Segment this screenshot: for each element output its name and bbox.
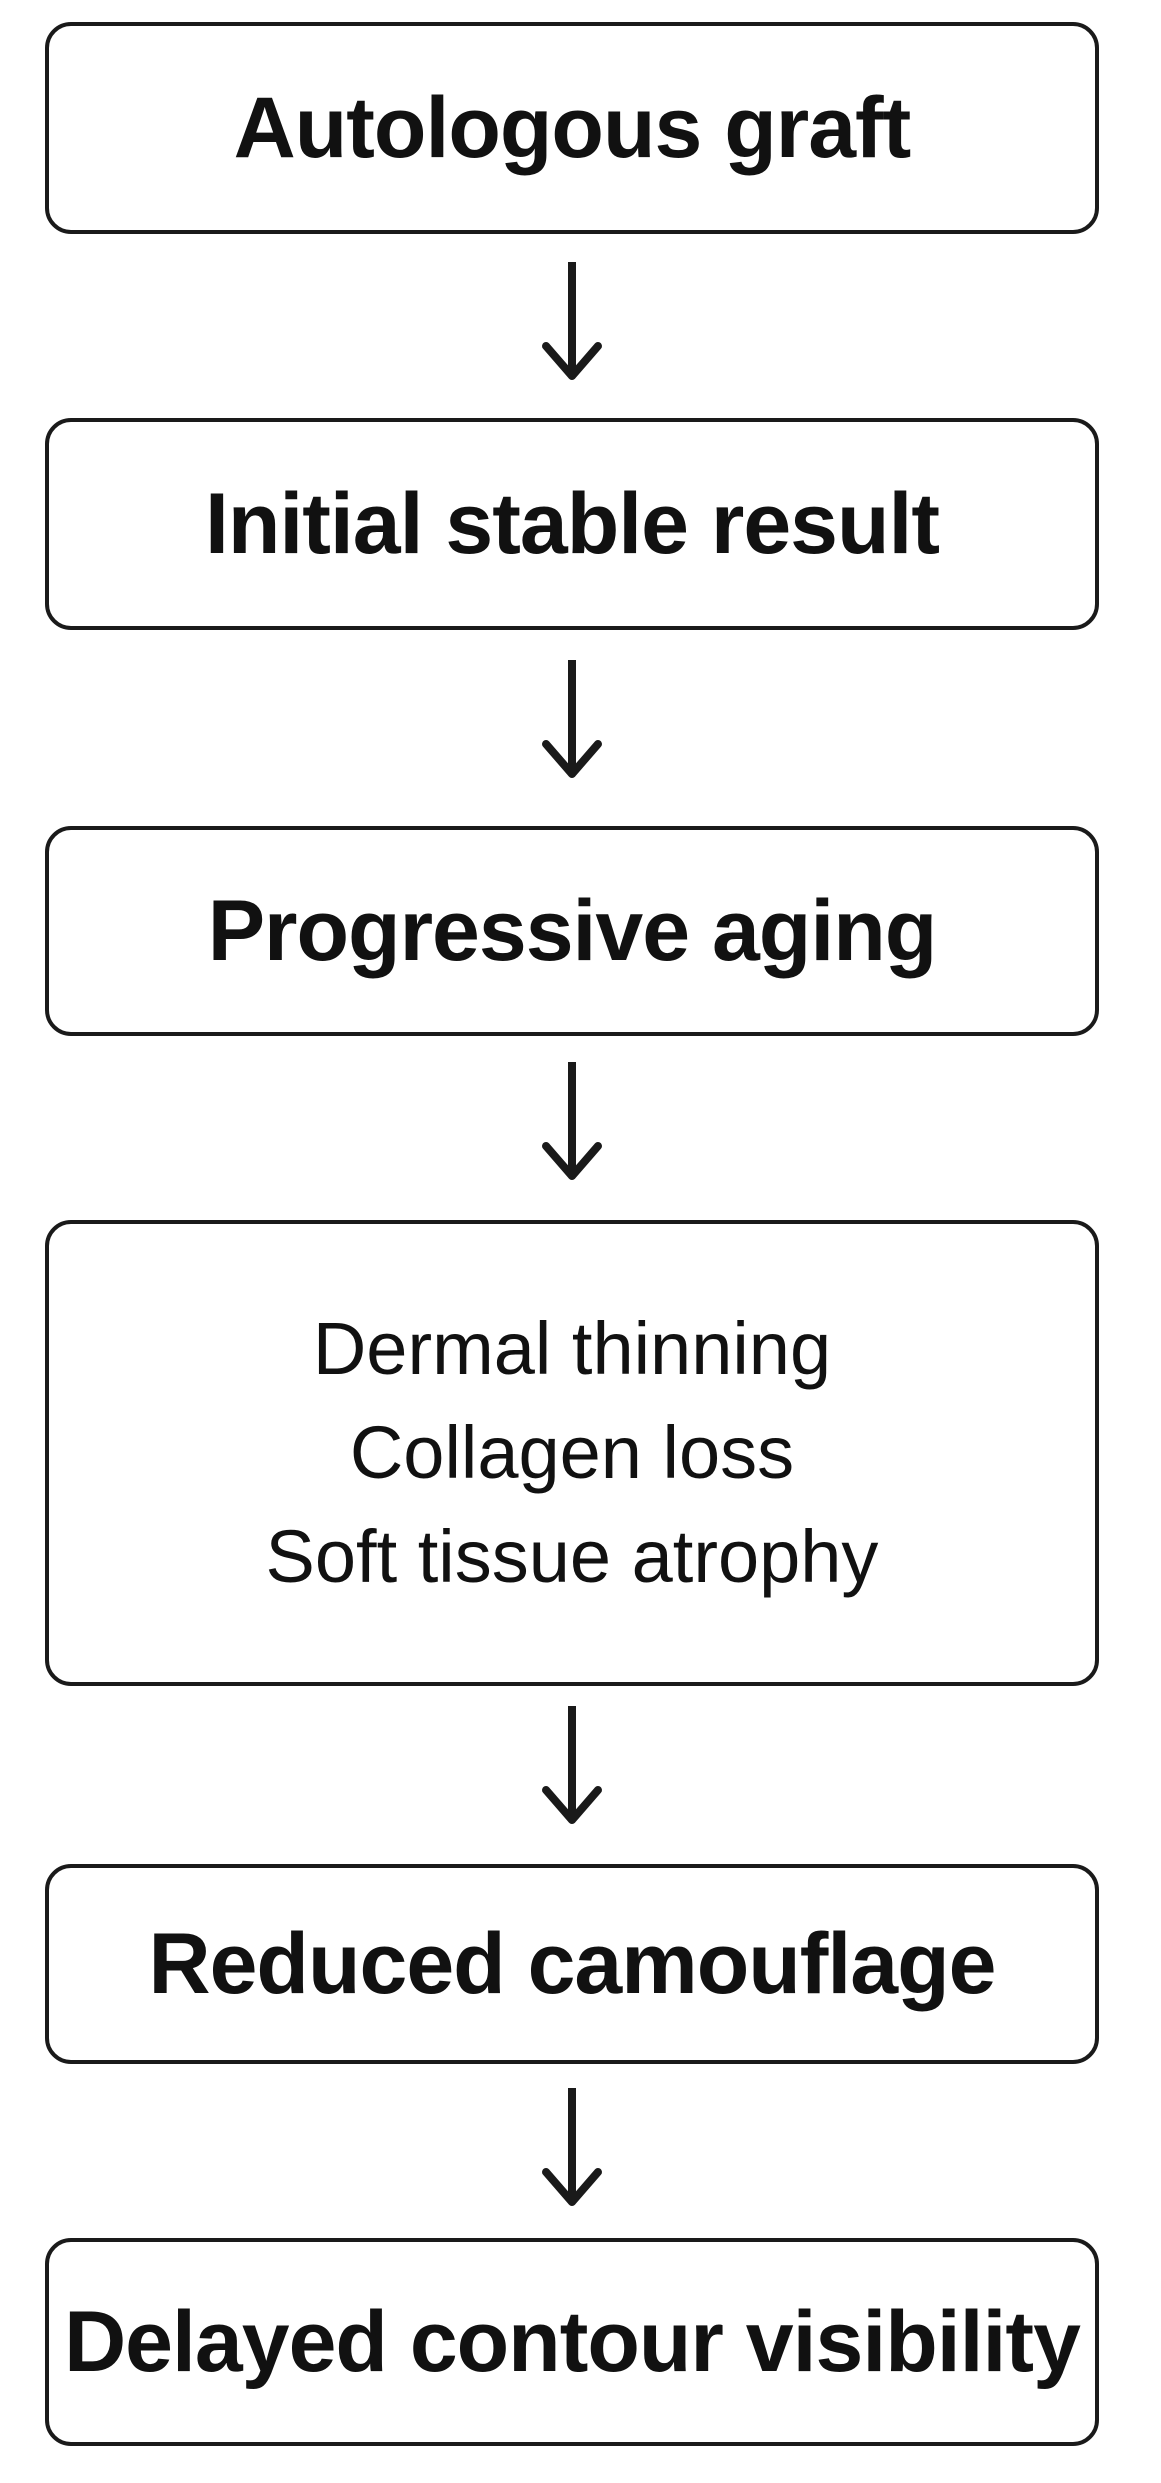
node-label: Reduced camouflage [148, 1916, 997, 2012]
node-reduced-camouflage: Reduced camouflage [45, 1864, 1099, 2064]
tissue-change-item: Soft tissue atrophy [265, 1515, 879, 1598]
node-label: Delayed contour visibility [64, 2294, 1081, 2390]
node-autologous-graft: Autologous graft [45, 22, 1099, 234]
tissue-change-item: Dermal thinning [312, 1307, 832, 1390]
node-label: Progressive aging [207, 883, 938, 979]
node-initial-stable-result: Initial stable result [45, 418, 1099, 630]
tissue-changes-list: Dermal thinning Collagen loss Soft tissu… [266, 1312, 879, 1594]
arrow-down-icon [540, 262, 604, 382]
tissue-change-item: Collagen loss [349, 1411, 795, 1494]
arrow-down-icon [540, 1062, 604, 1182]
arrow-down-icon [540, 2088, 604, 2208]
node-delayed-contour-visibility: Delayed contour visibility [45, 2238, 1099, 2446]
node-progressive-aging: Progressive aging [45, 826, 1099, 1036]
arrow-down-icon [540, 660, 604, 780]
arrow-down-icon [540, 1706, 604, 1826]
node-label: Autologous graft [233, 80, 912, 176]
node-tissue-changes: Dermal thinning Collagen loss Soft tissu… [45, 1220, 1099, 1686]
node-label: Initial stable result [204, 476, 940, 572]
